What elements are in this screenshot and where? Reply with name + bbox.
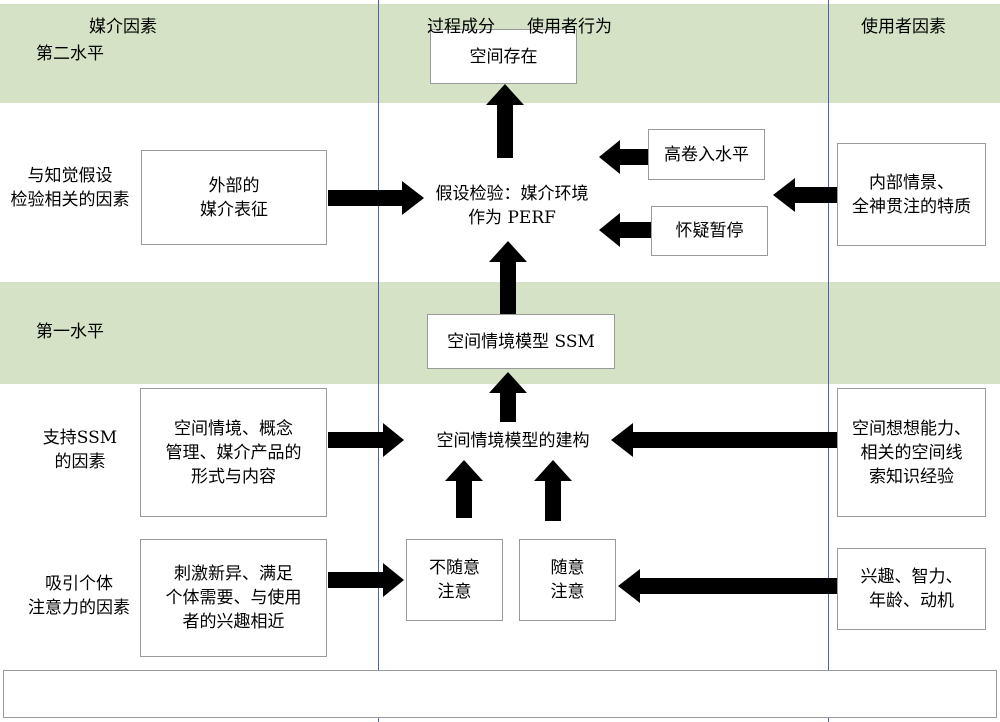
arrow-left-spatial-ability [611,423,837,457]
ssm-construction-label: 空间情境模型的建构 [436,431,590,451]
footer-media: 媒介因素 [89,16,157,37]
media-content-box: 空间情境、概念 管理、媒介产品的 形式与内容 [140,388,327,517]
divider-right [828,0,829,722]
arrow-left-user-traits [618,569,837,603]
novelty-box: 刺激新异、满足 个体需要、与使用 者的兴趣相近 [140,539,327,657]
spatial-ability-box: 空间想想能力、 相关的空间线 索知识经验 [837,388,986,517]
footer-behavior: 使用者行为 [527,16,612,37]
arrow-right-novelty [328,563,404,597]
row-label-support: 支持SSM 的因素 [42,428,118,472]
footer-user: 使用者因素 [861,16,946,37]
high-involvement-box: 高卷入水平 [648,129,765,180]
arrow-left-suspicion [599,213,651,247]
suspicion-pause-box: 怀疑暂停 [651,206,768,256]
voluntary-attention-box: 随意 注意 [519,539,616,621]
arrow-up-ssm-to-hypothesis [489,241,527,314]
spatial-presence-box: 空间存在 [430,29,577,84]
arrow-up-construction-to-ssm [489,372,527,422]
internal-traits-box: 内部情景、 全神贯注的特质 [837,143,986,246]
hypothesis-test-label: 假设检验：媒介环境 作为 PERF [435,184,589,228]
second-level-label: 第二水平 [36,44,104,64]
arrow-left-involvement [599,140,648,174]
row-label-perception: 与知觉假设 检验相关的因素 [10,166,130,210]
row-label-attract: 吸引个体 注意力的因素 [28,574,130,618]
divider-left [378,0,379,722]
footer-bar [3,670,997,718]
ssm-box: 空间情境模型 SSM [427,314,615,369]
footer-process: 过程成分 [427,16,495,37]
arrow-up-to-presence [486,84,524,158]
involuntary-attention-box: 不随意 注意 [406,539,503,621]
arrow-right-external-to-hypothesis [328,181,424,215]
user-traits-box: 兴趣、智力、 年龄、动机 [837,548,986,630]
arrow-up-voluntary [534,460,572,521]
arrow-up-involuntary [445,460,518,518]
external-representation-box: 外部的 媒介表征 [141,150,327,245]
arrow-right-media-to-construction [328,423,404,457]
arrow-left-internal-traits [773,178,837,212]
first-level-label: 第一水平 [36,322,104,342]
